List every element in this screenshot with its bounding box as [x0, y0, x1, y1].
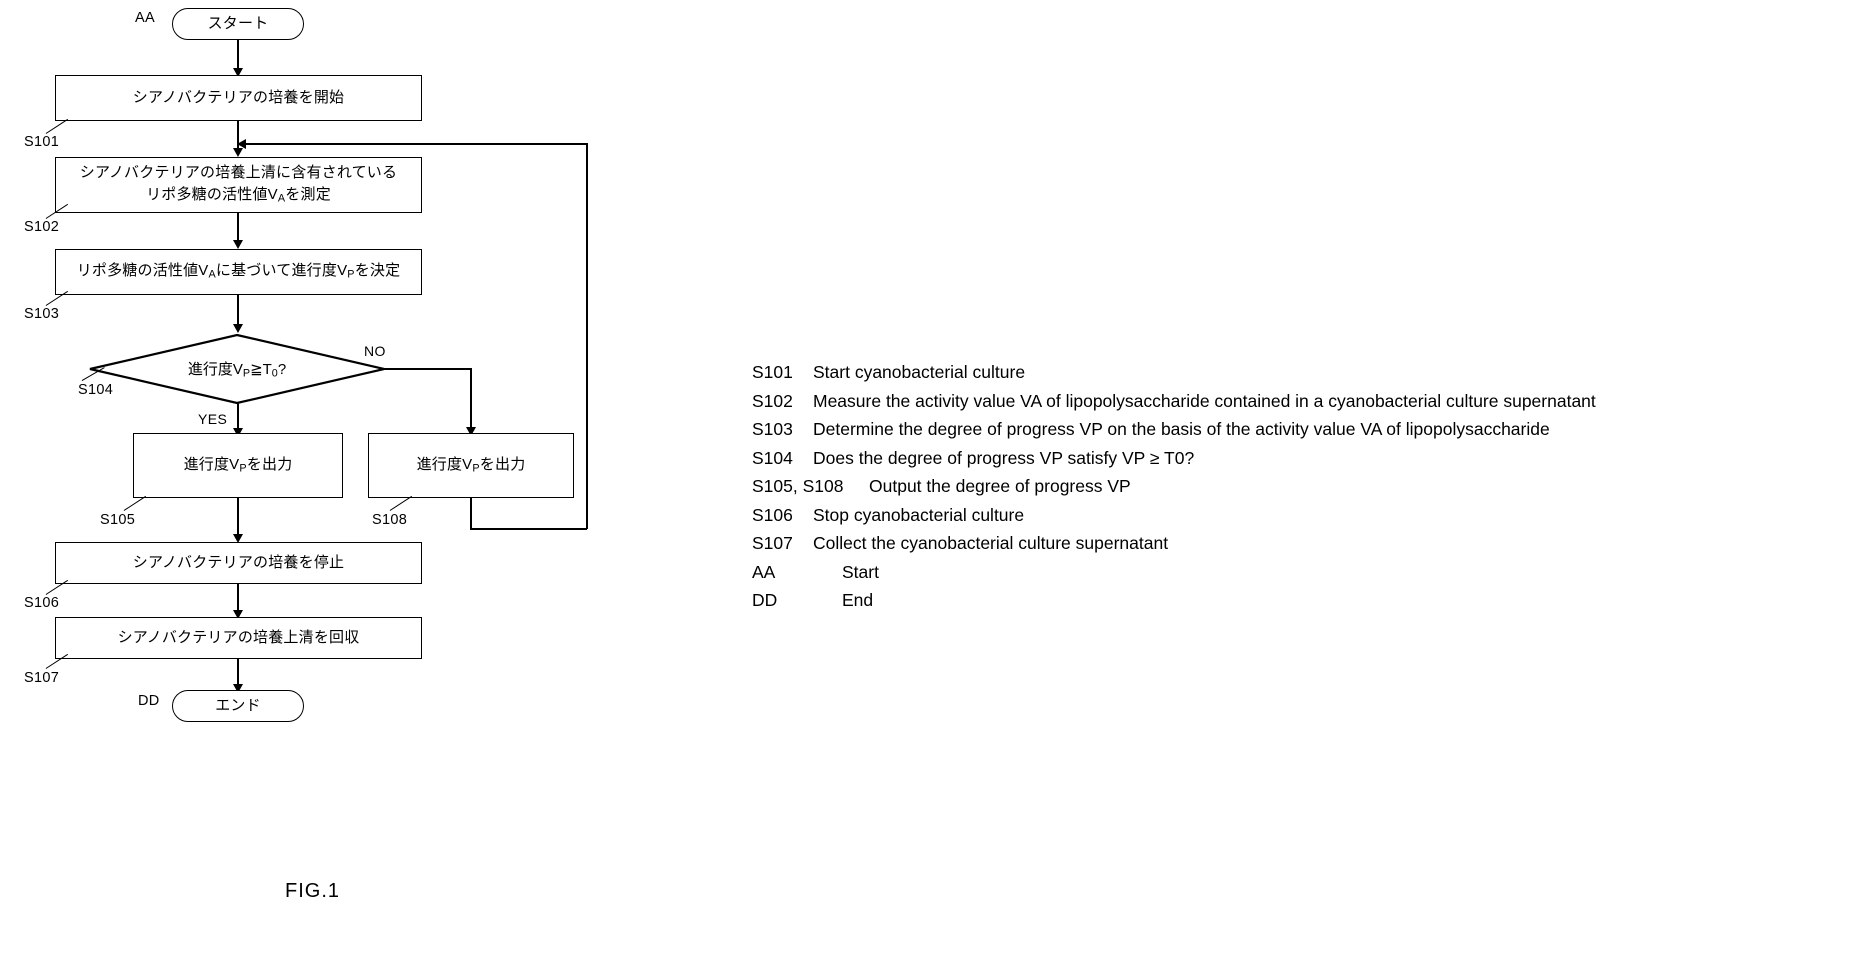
- legend-row: DD End: [752, 586, 1812, 615]
- step-id-s101: S101: [24, 134, 60, 150]
- legend-key: S104: [752, 447, 793, 468]
- legend-row: S105, S108 Output the degree of progress…: [752, 472, 1812, 501]
- connector-loopback-up: [586, 143, 588, 529]
- step-id-s102: S102: [24, 219, 60, 235]
- legend-text: End: [842, 590, 874, 610]
- process-box-s102-line2: リポ多糖の活性値VAを測定: [146, 186, 331, 205]
- legend-key: DD: [752, 590, 778, 610]
- arrowhead-s103-to-s104: [232, 324, 243, 333]
- connector-s107-to-end: [237, 659, 239, 692]
- process-box-s101: シアノバクテリアの培養を開始: [55, 75, 422, 121]
- process-box-s101-label: シアノバクテリアの培養を開始: [132, 89, 345, 107]
- legend-row: S101 Start cyanobacterial culture: [752, 358, 1812, 387]
- legend-row: S104 Does the degree of progress VP sati…: [752, 444, 1812, 473]
- legend-text: Start cyanobacterial culture: [813, 362, 1026, 382]
- start-terminal-label: スタート: [207, 15, 269, 33]
- legend-text: Measure the activity value VA of lipopol…: [813, 390, 1596, 411]
- connector-start-to-s101: [237, 40, 239, 74]
- legend-row: S107 Collect the cyanobacterial culture …: [752, 529, 1812, 558]
- decision-node-s104: 進行度VP≧T0?: [88, 333, 386, 405]
- end-terminal-label: エンド: [215, 697, 261, 715]
- legend-key: S105, S108: [752, 476, 844, 496]
- step-id-s104: S104: [78, 382, 114, 398]
- connector-s105-to-s106: [237, 498, 239, 541]
- legend-key: S107: [752, 533, 793, 553]
- process-box-s103: リポ多糖の活性値VAに基づいて進行度VPを決定: [55, 249, 422, 295]
- connector-s108-right: [470, 528, 587, 530]
- legend-key: S101: [752, 362, 793, 382]
- leader-s101: [45, 118, 69, 135]
- branch-label-yes: YES: [198, 411, 228, 427]
- legend-list: S101 Start cyanobacterial culture S102 M…: [752, 358, 1812, 615]
- connector-no-horizontal: [384, 368, 472, 370]
- legend-text: Start: [842, 561, 879, 582]
- arrowhead-s106-to-s107: [232, 610, 243, 619]
- step-id-s106: S106: [24, 595, 60, 611]
- end-tag-label: DD: [138, 693, 160, 709]
- step-id-s103: S103: [24, 306, 60, 322]
- process-box-s108: 進行度VPを出力: [368, 433, 574, 498]
- process-box-s107: シアノバクテリアの培養上清を回収: [55, 617, 422, 659]
- decision-node-s104-label: 進行度VP≧T0?: [187, 361, 287, 380]
- connector-yes-to-s105: [237, 403, 239, 435]
- process-box-s107-label: シアノバクテリアの培養上清を回収: [117, 629, 360, 647]
- step-id-s107: S107: [24, 670, 60, 686]
- legend-key: AA: [752, 561, 776, 582]
- process-box-s103-label: リポ多糖の活性値VAに基づいて進行度VPを決定: [76, 262, 401, 282]
- process-box-s102-line1: シアノバクテリアの培養上清に含有されている: [79, 164, 398, 182]
- process-box-s105: 進行度VPを出力: [133, 433, 343, 498]
- legend-text: Does the degree of progress VP satisfy V…: [813, 447, 1195, 468]
- process-box-s106: シアノバクテリアの培養を停止: [55, 542, 422, 584]
- process-box-s108-label: 進行度VPを出力: [416, 455, 526, 475]
- arrowhead-loopback: [237, 139, 246, 149]
- arrowhead-yes-to-s105: [232, 428, 243, 437]
- connector-s102-to-s103: [237, 213, 239, 247]
- branch-label-no: NO: [364, 343, 386, 359]
- connector-s108-down: [470, 498, 472, 529]
- loopback-horizontal: [237, 143, 587, 145]
- arrowhead-s105-to-s106: [232, 534, 243, 543]
- process-box-s102: シアノバクテリアの培養上清に含有されている リポ多糖の活性値VAを測定: [55, 157, 422, 213]
- connector-s101-to-s102: [237, 121, 239, 155]
- figure-caption: FIG.1: [285, 880, 341, 902]
- legend-text: Determine the degree of progress VP on t…: [813, 419, 1550, 439]
- legend-row: S103 Determine the degree of progress VP…: [752, 415, 1812, 444]
- legend-row: AA Start: [752, 558, 1812, 587]
- leader-s108: [389, 495, 413, 512]
- legend-row: S102 Measure the activity value VA of li…: [752, 387, 1812, 416]
- legend-key: S103: [752, 419, 793, 439]
- legend-text: Stop cyanobacterial culture: [813, 504, 1025, 525]
- legend-text: Collect the cyanobacterial culture super…: [813, 533, 1169, 553]
- connector-no-vertical: [470, 368, 472, 434]
- legend-key: S102: [752, 390, 793, 411]
- legend-text: Output the degree of progress VP: [869, 476, 1131, 496]
- leader-s105: [123, 495, 147, 512]
- connector-s106-to-s107: [237, 584, 239, 617]
- arrowhead-s102-to-s103: [232, 240, 243, 249]
- end-terminal: エンド: [172, 690, 304, 722]
- legend-key: S106: [752, 504, 793, 525]
- arrowhead-s107-to-end: [232, 684, 243, 693]
- start-terminal: スタート: [172, 8, 304, 40]
- process-box-s105-label: 進行度VPを出力: [183, 455, 293, 475]
- arrowhead-no-to-s108: [466, 427, 476, 436]
- arrowhead-s101-to-s102: [232, 148, 243, 157]
- step-id-s108: S108: [372, 512, 408, 528]
- arrowhead-start-to-s101: [232, 68, 243, 77]
- start-tag-label: AA: [135, 10, 155, 26]
- legend-row: S106 Stop cyanobacterial culture: [752, 501, 1812, 530]
- step-id-s105: S105: [100, 512, 136, 528]
- connector-s103-to-s104: [237, 295, 239, 331]
- process-box-s106-label: シアノバクテリアの培養を停止: [132, 554, 345, 572]
